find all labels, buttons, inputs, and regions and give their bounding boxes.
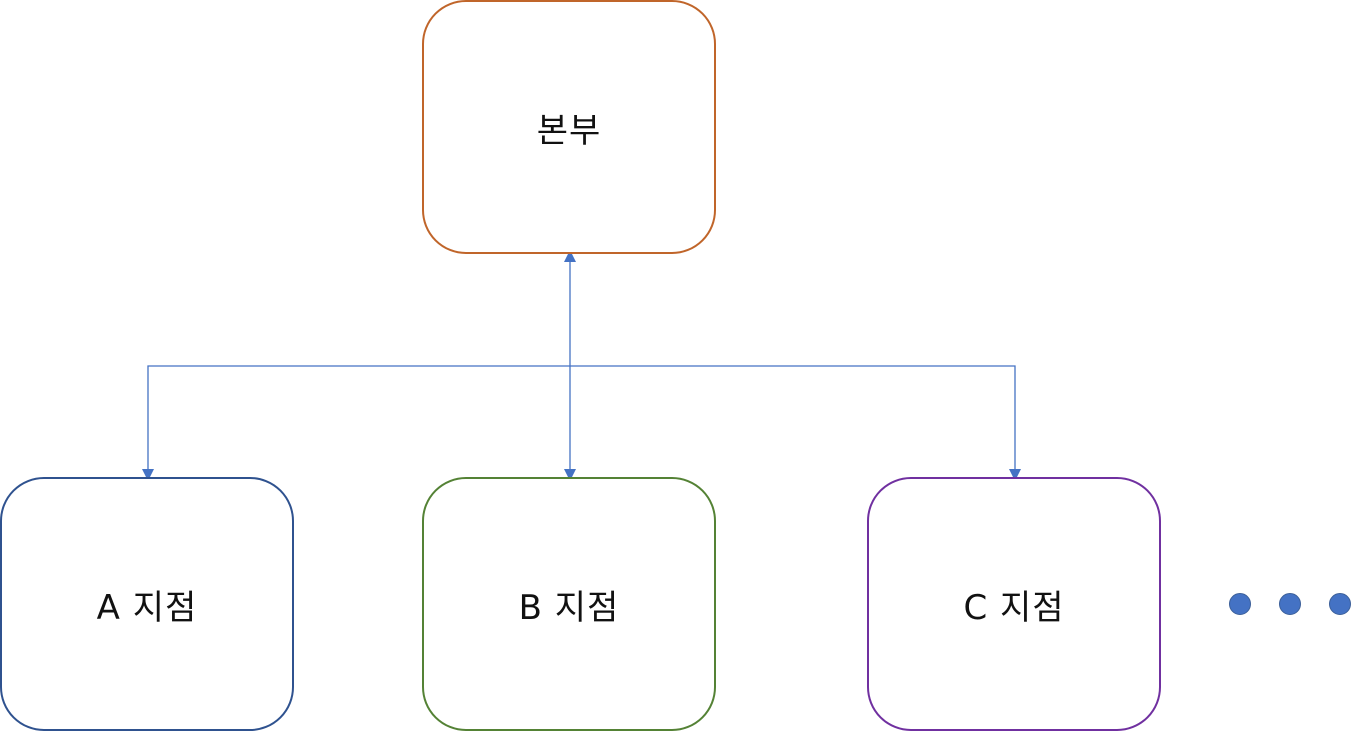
ellipsis-dot <box>1279 593 1301 615</box>
branch-b-label: B 지점 <box>518 587 620 628</box>
branch-c-node: C 지점 <box>867 477 1161 731</box>
ellipsis-dot <box>1329 593 1351 615</box>
ellipsis-dot <box>1229 593 1251 615</box>
headquarters-node: 본부 <box>422 0 716 254</box>
branch-a-label: A 지점 <box>96 587 198 628</box>
branch-a-node: A 지점 <box>0 477 294 731</box>
branch-c-label: C 지점 <box>963 587 1065 628</box>
branch-b-node: B 지점 <box>422 477 716 731</box>
headquarters-label: 본부 <box>536 110 602 151</box>
connector-hq-to-a <box>142 365 570 481</box>
connector-hq-to-c <box>570 365 1021 481</box>
